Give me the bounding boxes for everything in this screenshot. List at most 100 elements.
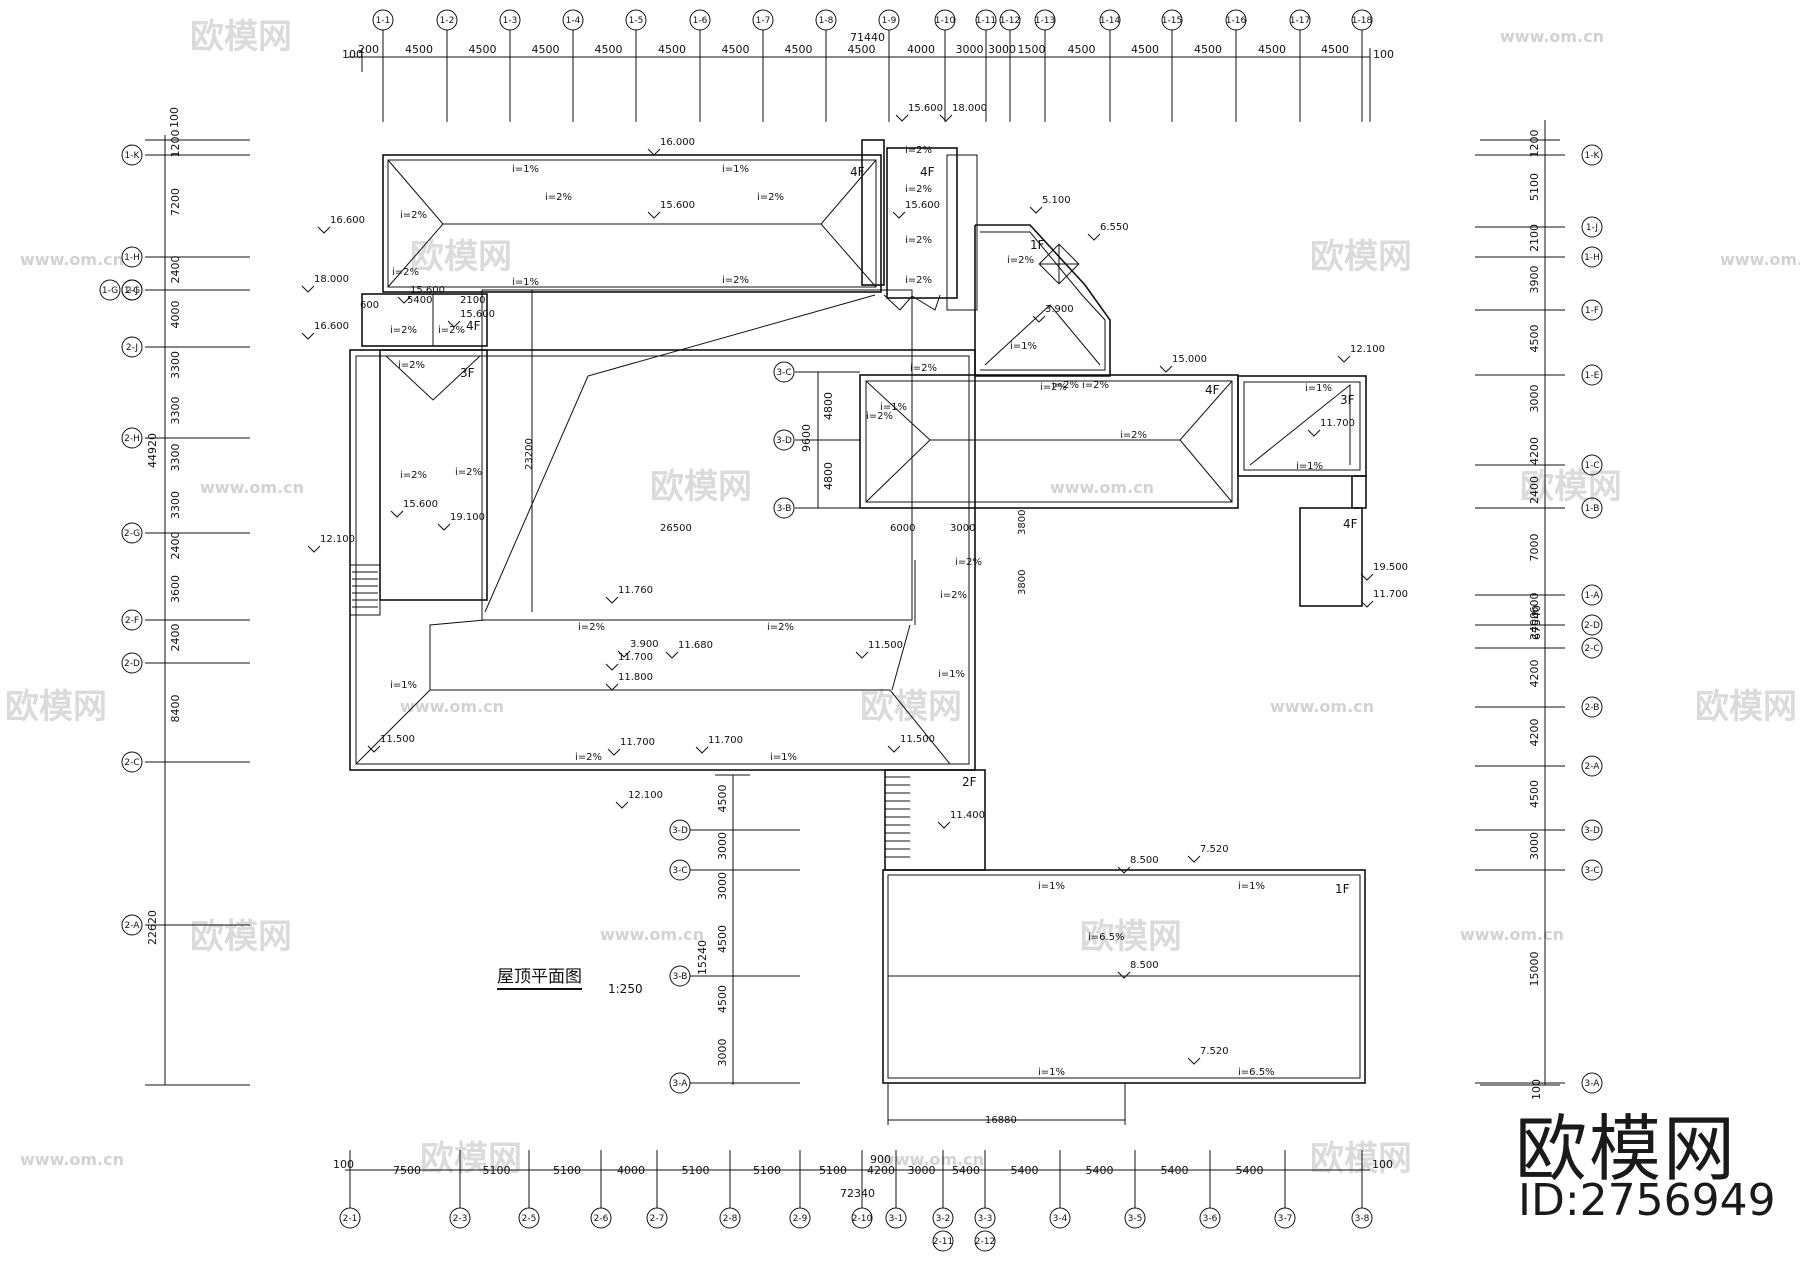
elevation-mark: 8.500 (1130, 855, 1159, 866)
watermark-url: www.om.cn (600, 925, 704, 944)
top-end-left: 100 (342, 48, 363, 61)
slope-mark: i=2% (575, 752, 602, 763)
top-dim: 4500 (595, 43, 623, 56)
axis-bubble: 3-B (669, 965, 691, 987)
slope-mark: i=1% (1238, 881, 1265, 892)
elevation-mark: 18.000 (314, 274, 349, 285)
axis-bubble-label: 1-K (1585, 151, 1601, 161)
axis-bubble-label: 1-8 (819, 16, 834, 26)
floor-label: 4F (466, 319, 481, 333)
axis-bubble: 2-B (1581, 696, 1603, 718)
elevation-mark: 11.680 (678, 640, 713, 651)
floor-label: 3F (460, 366, 475, 380)
elevation-mark: 12.100 (320, 534, 355, 545)
right-total: 67540 (1530, 605, 1543, 640)
slope-mark: i=2% (722, 275, 749, 286)
right-dim: 3900 (1528, 266, 1541, 294)
axis-bubble: 3-B (773, 497, 795, 519)
elevation-mark: 11.500 (868, 640, 903, 651)
axis-bubble: 2-C (1581, 637, 1603, 659)
watermark-url: www.om.cn (20, 250, 124, 269)
top-dim: 4500 (1258, 43, 1286, 56)
axis-bubble: 2-1 (339, 1207, 361, 1229)
elevation-mark: 15.000 (1172, 354, 1207, 365)
axis-bubble-label: 2-H (124, 434, 140, 444)
right-dimension-chain: 67540 100 1-K1-J1-H1-F1-E1-C1-B1-A2-D2-C… (1475, 120, 1603, 1100)
watermark-url: www.om.cn (1720, 250, 1800, 269)
axis-bubble: 1-K (1581, 144, 1603, 166)
slope-mark: i=2% (1120, 430, 1147, 441)
top-dim: 200 (358, 43, 379, 56)
watermark-url: www.om.cn (880, 1150, 984, 1169)
slope-labels: i=1% i=1% i=2% i=2% i=2% i=2% i=1% i=2% i=2% i=2%… (390, 145, 1332, 1078)
watermark-url: www.om.cn (200, 478, 304, 497)
plan-dim: 3800 (1017, 510, 1028, 535)
axis-bubble-label: 2-A (1585, 762, 1601, 772)
plan-dim: 6000 (890, 523, 915, 534)
axis-bubble: 1-A (1581, 584, 1603, 606)
upper-dim: 4800 (822, 462, 835, 490)
drawing-title: 屋顶平面图 (497, 962, 582, 990)
axis-bubble-label: 2-D (1584, 621, 1600, 631)
axis-bubble: 3-4 (1049, 1207, 1071, 1229)
left-dim: 2400 (169, 624, 182, 652)
right-dim: 4500 (1528, 325, 1541, 353)
axis-bubble: 1-11 (975, 9, 997, 31)
axis-bubble: 1-H (1581, 246, 1603, 268)
axis-bubble: 1-16 (1225, 9, 1247, 31)
slope-mark: i=2% (578, 622, 605, 633)
axis-bubble: 2-9 (789, 1207, 811, 1229)
slope-mark: i=1% (1305, 383, 1332, 394)
elevation-mark: 11.760 (618, 585, 653, 596)
watermark-url: www.om.cn (1270, 697, 1374, 716)
axis-bubble: 1-F (1581, 299, 1603, 321)
axis-bubble: 1-18 (1351, 9, 1373, 31)
axis-bubble-label: 3-3 (978, 1214, 993, 1224)
axis-bubble: 1-K (121, 144, 143, 166)
elevation-mark: 3.900 (1045, 304, 1074, 315)
slope-mark: i=1% (1296, 461, 1323, 472)
stair-treads (885, 776, 910, 858)
axis-bubble-label: 2-F (125, 616, 139, 626)
axis-bubble: 3-D (669, 819, 691, 841)
top-dim: 4500 (1068, 43, 1096, 56)
elevation-mark: 16.600 (330, 215, 365, 226)
axis-bubble-label: 3-D (776, 436, 792, 446)
mid-dimension-chain: 15240 3-D3-C3-B3-A4500300030004500450030… (669, 774, 800, 1094)
watermark: 欧模网 (190, 917, 292, 957)
skylight (1038, 243, 1080, 285)
axis-bubble: 2-C (121, 751, 143, 773)
axis-bubble-label: 2-C (1584, 644, 1599, 654)
axis-bubble-label: 1-16 (1226, 16, 1247, 26)
slope-mark: i=1% (770, 752, 797, 763)
elevation-mark: 7.520 (1200, 844, 1229, 855)
axis-bubble: 1-12 (999, 9, 1021, 31)
axis-bubble: 2-5 (518, 1207, 540, 1229)
bottom-total: 72340 (840, 1187, 875, 1200)
axis-bubble-label: 3-D (672, 826, 688, 836)
left-dim: 3300 (169, 491, 182, 519)
slope-mark: i=2% (1052, 380, 1079, 391)
axis-bubble-label: 3-7 (1278, 1214, 1293, 1224)
axis-bubble: 1-2 (436, 9, 458, 31)
axis-bubble-label: 3-C (1584, 866, 1599, 876)
top-total: 71440 (850, 31, 885, 44)
axis-bubble-label: 1-2 (440, 16, 455, 26)
axis-bubble-label: 1-10 (935, 16, 956, 26)
elevation-mark: 15.600 (908, 103, 943, 114)
slope-mark: i=2% (400, 470, 427, 481)
axis-bubble: 2-8 (719, 1207, 741, 1229)
slope-mark: i=2% (398, 360, 425, 371)
left-dim: 3600 (169, 575, 182, 603)
top-dim: 4500 (785, 43, 813, 56)
watermark: 欧模网 (1080, 917, 1182, 957)
slope-mark: i=2% (905, 145, 932, 156)
slope-mark: i=2% (400, 210, 427, 221)
axis-bubble: 1-3 (499, 9, 521, 31)
top-dim: 4500 (722, 43, 750, 56)
axis-bubble: 1-10 (934, 9, 956, 31)
bottom-dim: 5400 (952, 1164, 980, 1177)
